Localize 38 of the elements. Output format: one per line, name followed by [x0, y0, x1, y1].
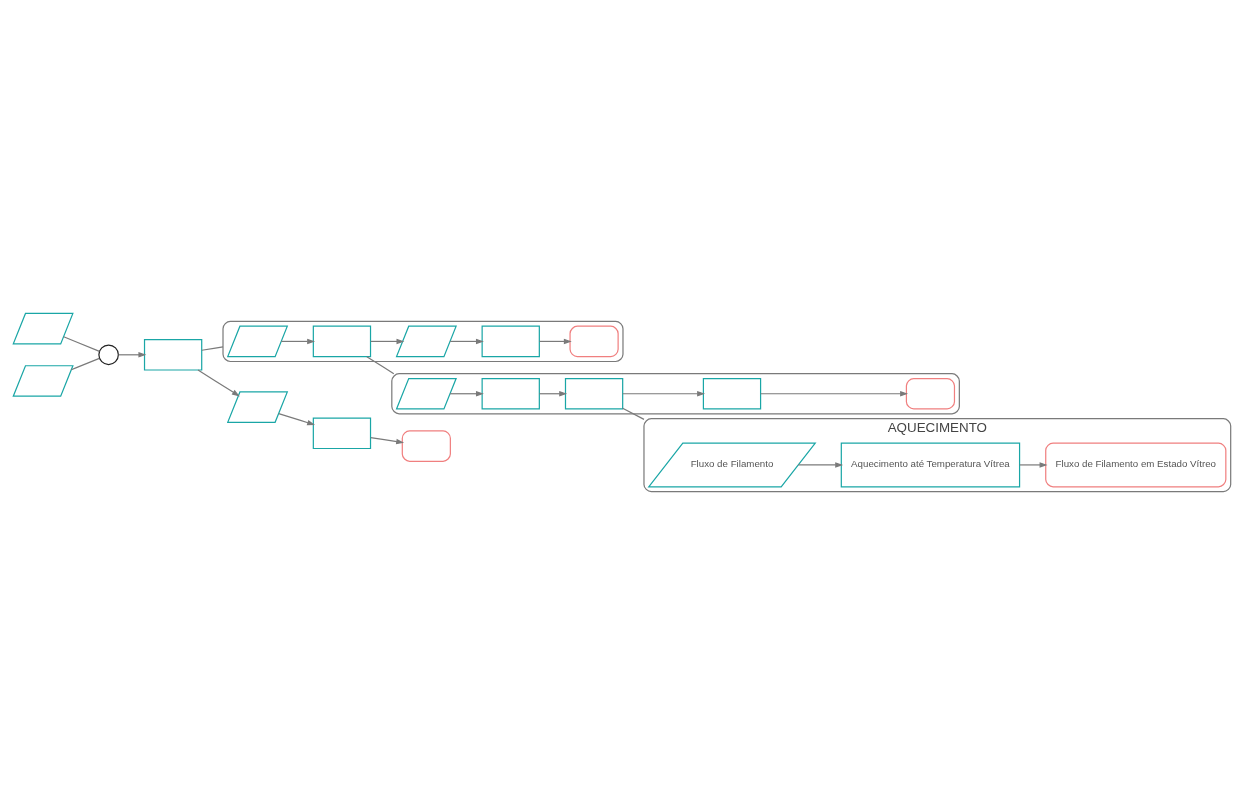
arrow — [197, 369, 240, 397]
arrow — [538, 338, 572, 345]
node-box: Fluxo de Filamento em Estado Vítreo — [1045, 442, 1227, 488]
arrow — [538, 390, 568, 397]
arrow — [370, 437, 405, 445]
connector — [366, 356, 395, 375]
node-box — [312, 325, 372, 358]
node-box — [481, 377, 540, 410]
node-parallelogram — [395, 377, 458, 410]
arrow — [117, 352, 147, 358]
arrow — [278, 413, 316, 426]
connector — [63, 336, 101, 352]
node-box — [312, 417, 372, 450]
node-box — [702, 377, 762, 410]
node-box — [481, 325, 540, 358]
node-box — [564, 377, 624, 410]
arrow — [1019, 462, 1048, 468]
connector — [70, 357, 100, 371]
arrow — [622, 390, 706, 397]
node-parallelogram — [226, 325, 289, 358]
node-terminal — [905, 377, 956, 410]
cluster — [222, 320, 624, 363]
cluster — [391, 373, 960, 415]
node-box — [143, 339, 203, 371]
connector — [201, 346, 224, 351]
arrow — [370, 338, 405, 345]
node-terminal — [569, 325, 619, 358]
node-circle — [98, 344, 119, 366]
arrow — [760, 390, 909, 397]
arrow — [280, 338, 316, 345]
arrow — [449, 338, 484, 345]
arrow — [797, 462, 844, 468]
node-terminal — [401, 430, 451, 462]
node-parallelogram — [12, 365, 74, 397]
connector — [622, 407, 645, 421]
node-parallelogram — [12, 312, 74, 345]
arrow — [449, 390, 484, 397]
node-box: Aquecimento até Temperatura Vítrea — [840, 442, 1021, 488]
